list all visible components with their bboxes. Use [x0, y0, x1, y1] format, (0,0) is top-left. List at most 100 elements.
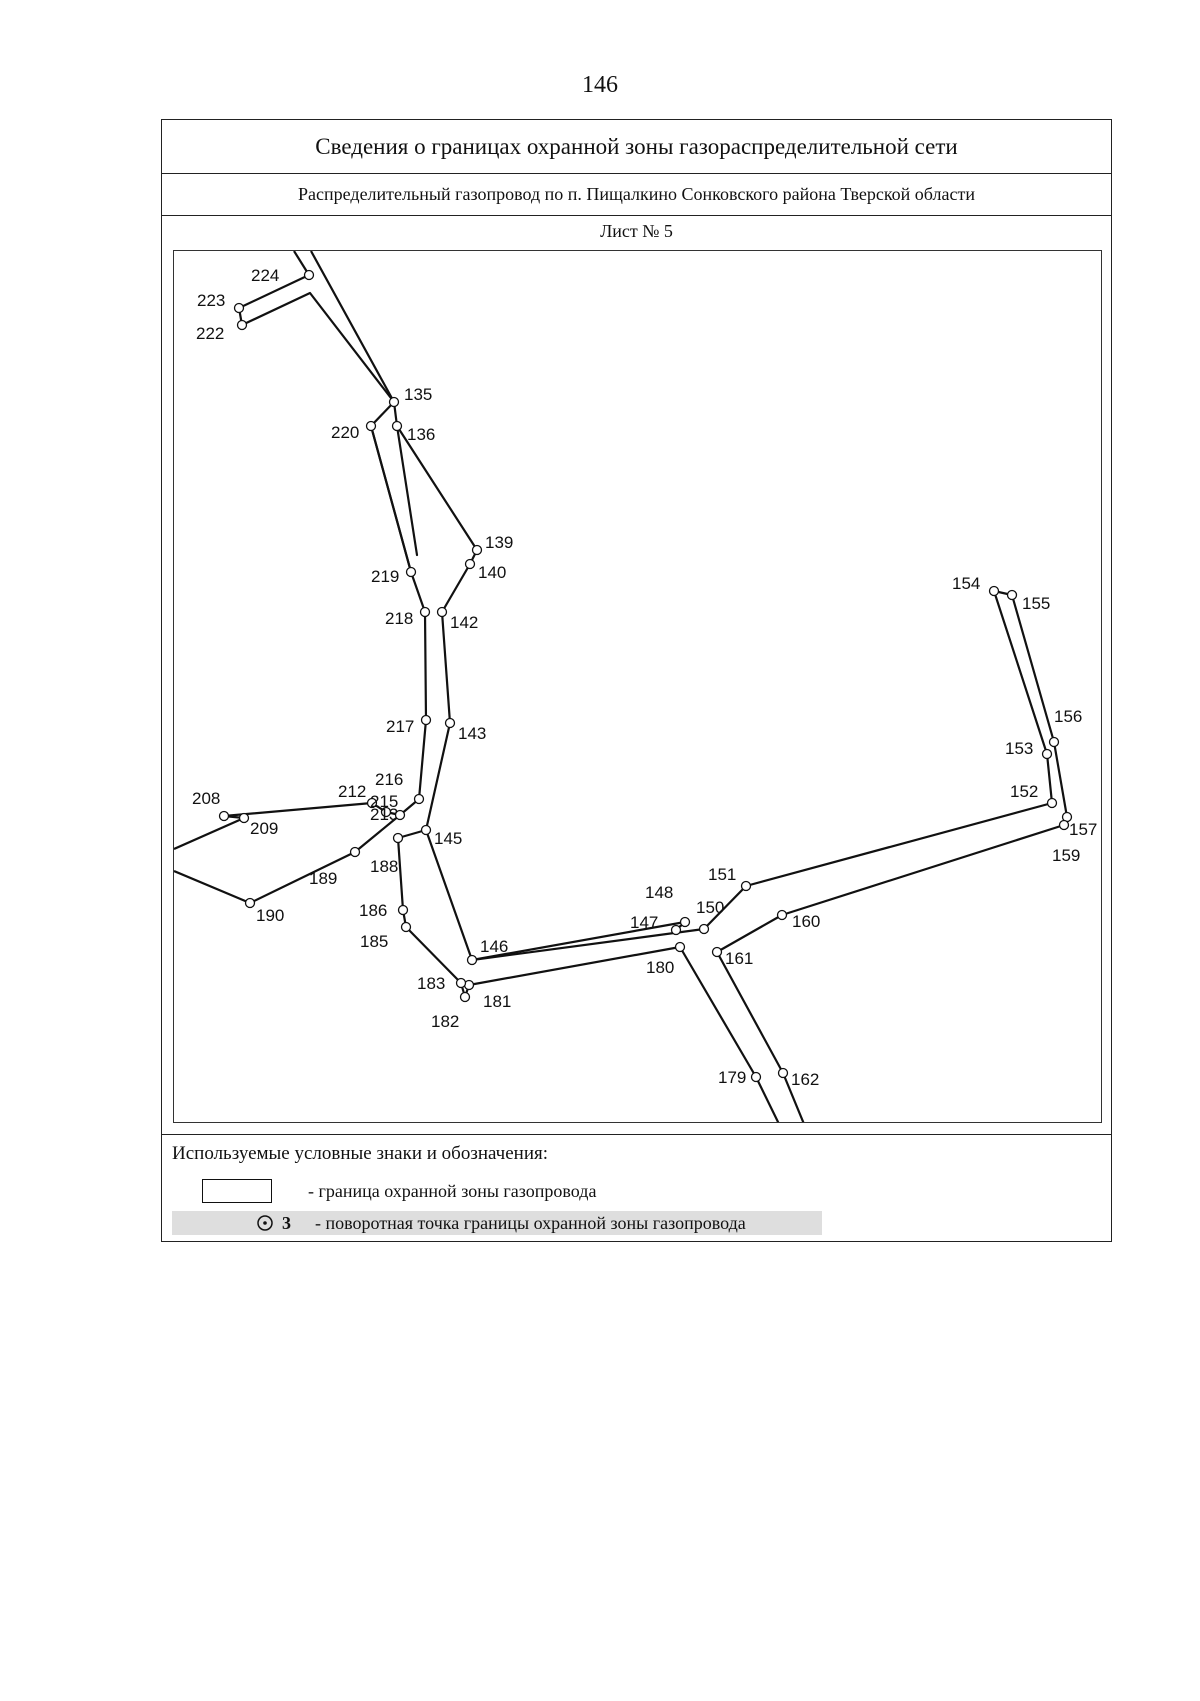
- turning-point-label: 156: [1054, 707, 1082, 726]
- turning-point-marker: [419, 606, 431, 618]
- turning-point-marker: [244, 897, 256, 909]
- turning-point-label: 181: [483, 992, 511, 1011]
- turning-point-label: 151: [708, 865, 736, 884]
- turning-point-marker: [405, 566, 417, 578]
- turning-point-label: 218: [385, 609, 413, 628]
- document-frame: Сведения о границах охранной зоны газора…: [161, 119, 1112, 1242]
- turning-point-marker: [233, 302, 245, 314]
- turning-point-label: 179: [718, 1068, 746, 1087]
- turning-point-marker: [436, 606, 448, 618]
- turning-point-label: 190: [256, 906, 284, 925]
- turning-point-marker: [392, 832, 404, 844]
- turning-point-label: 150: [696, 898, 724, 917]
- turning-point-marker: [394, 809, 406, 821]
- turning-point-label: 143: [458, 724, 486, 743]
- document-subtitle: Распределительный газопровод по п. Пищал…: [162, 174, 1111, 216]
- turning-point-marker: [391, 420, 403, 432]
- turning-point-marker: [303, 269, 315, 281]
- turning-point-marker: [365, 420, 377, 432]
- turning-point-marker: [420, 824, 432, 836]
- turning-point-label: 182: [431, 1012, 459, 1031]
- turning-point-marker: [777, 1067, 789, 1079]
- boundary-line-south: [396, 828, 780, 1122]
- turning-point-marker: [1041, 748, 1053, 760]
- turning-point-marker: [776, 909, 788, 921]
- turning-point-label: 140: [478, 563, 506, 582]
- turning-point-marker: [397, 904, 409, 916]
- turning-point-marker: [413, 793, 425, 805]
- turning-point-label: 223: [197, 291, 225, 310]
- turning-point-label: 209: [250, 819, 278, 838]
- document-title: Сведения о границах охранной зоны газора…: [162, 120, 1111, 174]
- turning-point-label: 189: [309, 869, 337, 888]
- turning-point-marker: [455, 977, 467, 989]
- turning-point-label: 157: [1069, 820, 1097, 839]
- turning-point-label: 155: [1022, 594, 1050, 613]
- turning-point-marker: [400, 921, 412, 933]
- turning-point-icon: [257, 1215, 273, 1231]
- turning-point-label: 146: [480, 937, 508, 956]
- pipeline-boundary-map: 1351361391401421431451461471481501511521…: [174, 251, 1097, 1122]
- turning-point-marker: [466, 954, 478, 966]
- turning-point-label: 152: [1010, 782, 1038, 801]
- turning-point-marker: [1046, 797, 1058, 809]
- turning-point-label: 135: [404, 385, 432, 404]
- turning-point-label: 159: [1052, 846, 1080, 865]
- turning-point-label: 136: [407, 425, 435, 444]
- turning-point-label: 215: [370, 792, 398, 811]
- turning-point-marker: [1048, 736, 1060, 748]
- turning-points: 1351361391401421431451461471481501511521…: [192, 266, 1097, 1089]
- page-number: 146: [582, 72, 618, 98]
- legend-boundary-label: - граница охранной зоны газопровода: [308, 1180, 597, 1201]
- turning-point-marker: [388, 396, 400, 408]
- turning-point-label: 148: [645, 883, 673, 902]
- turning-point-label: 220: [331, 423, 359, 442]
- legend-title: Используемые условные знаки и обозначени…: [172, 1143, 549, 1164]
- turning-point-marker: [464, 558, 476, 570]
- turning-point-label: 222: [196, 324, 224, 343]
- turning-point-label: 219: [371, 567, 399, 586]
- boundary-line-west-upper: [237, 251, 413, 573]
- turning-point-marker: [988, 585, 1000, 597]
- turning-point-marker: [420, 714, 432, 726]
- legend: Используемые условные знаки и обозначени…: [162, 1134, 1111, 1242]
- turning-point-marker: [679, 916, 691, 928]
- boundary-swatch-icon: [202, 1179, 272, 1203]
- turning-point-label: 183: [417, 974, 445, 993]
- turning-point-label: 208: [192, 789, 220, 808]
- legend-boundary-row: - граница охранной зоны газопровода: [202, 1177, 596, 1205]
- boundary-segment: [369, 425, 413, 573]
- turning-point-marker: [670, 924, 682, 936]
- turning-point-label: 139: [485, 533, 513, 552]
- turning-point-marker: [444, 717, 456, 729]
- turning-point-marker: [1058, 819, 1070, 831]
- sheet-number: Лист № 5: [600, 220, 673, 241]
- turning-point-label: 161: [725, 949, 753, 968]
- turning-point-marker: [349, 846, 361, 858]
- turning-point-label: 142: [450, 613, 478, 632]
- turning-point-label: 212: [338, 782, 366, 801]
- turning-point-marker: [459, 991, 471, 1003]
- turning-point-marker: [471, 544, 483, 556]
- turning-point-label: 224: [251, 266, 279, 285]
- turning-point-label: 216: [375, 770, 403, 789]
- legend-point-sample: 3: [256, 1213, 291, 1234]
- turning-point-marker: [674, 941, 686, 953]
- turning-point-marker: [750, 1071, 762, 1083]
- turning-point-label: 185: [360, 932, 388, 951]
- turning-point-label: 147: [630, 913, 658, 932]
- boundary-segment: [395, 424, 419, 557]
- turning-point-label: 154: [952, 574, 980, 593]
- boundary-line-west: [174, 571, 428, 851]
- turning-point-label: 213: [370, 805, 398, 824]
- turning-point-label: 180: [646, 958, 674, 977]
- turning-point-marker: [380, 806, 392, 818]
- turning-point-label: 188: [370, 857, 398, 876]
- turning-point-marker: [236, 319, 248, 331]
- turning-point-marker: [238, 812, 250, 824]
- turning-point-marker: [698, 923, 710, 935]
- boundary-line-southwest: [174, 814, 401, 905]
- turning-point-marker: [740, 880, 752, 892]
- turning-point-label: 162: [791, 1070, 819, 1089]
